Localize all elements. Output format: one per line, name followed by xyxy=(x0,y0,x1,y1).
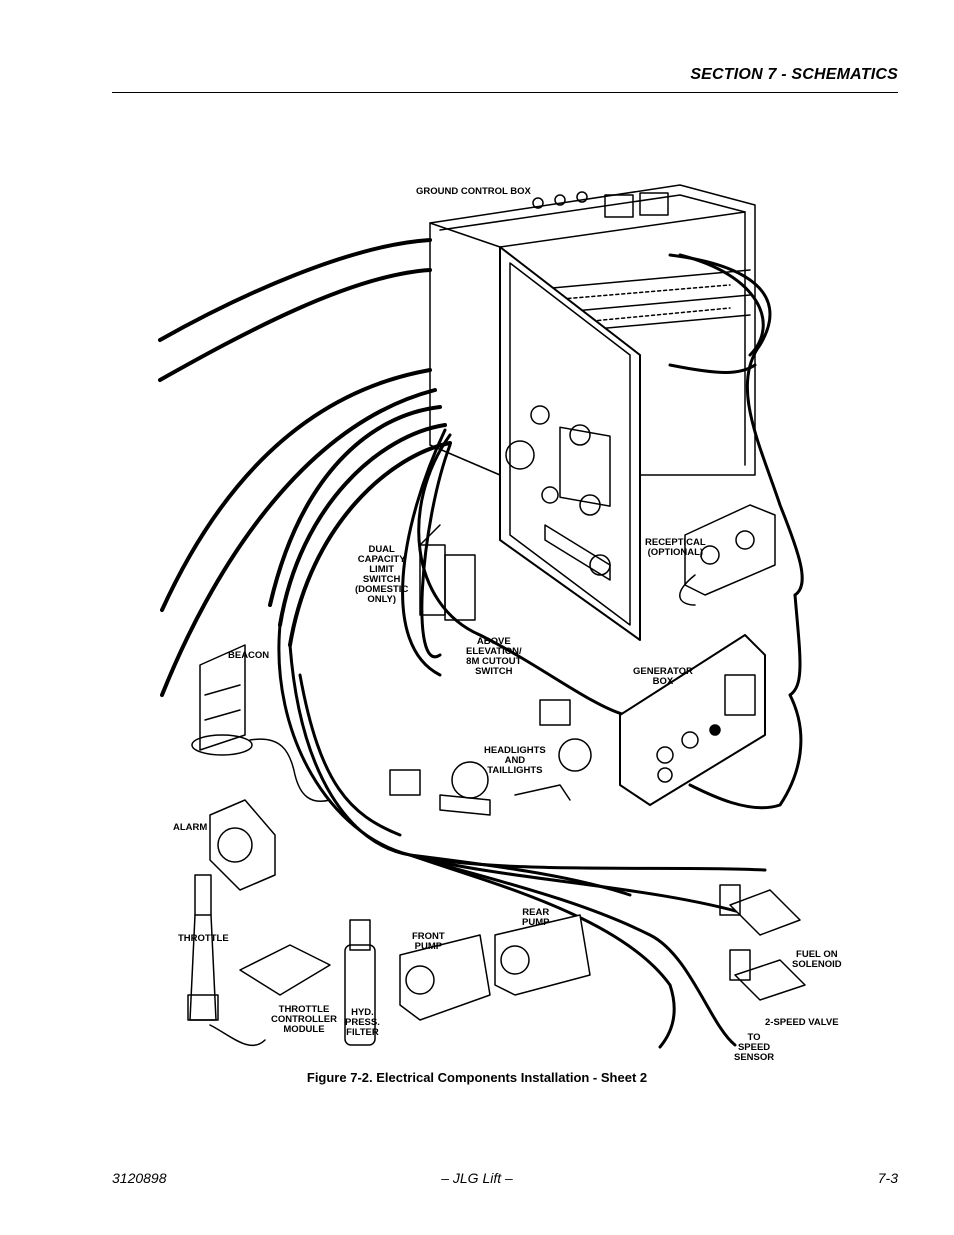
label-throttle: THROTTLE xyxy=(178,933,229,944)
headlights-drawing xyxy=(389,699,592,816)
section-title: SECTION 7 - SCHEMATICS xyxy=(690,66,898,83)
dual-capacity-switch-drawing xyxy=(419,524,476,621)
publisher: – JLG Lift – xyxy=(441,1170,513,1186)
control-box-door-drawing xyxy=(499,246,641,641)
label-throttle-controller-module: THROTTLE CONTROLLER MODULE xyxy=(271,1004,337,1035)
label-to-speed-sensor: TO SPEED SENSOR xyxy=(734,1032,775,1063)
hyd-filter-drawing xyxy=(344,919,376,1046)
label-alarm: ALARM xyxy=(173,822,208,833)
label-fuel-on-solenoid: FUEL ON SOLENOID xyxy=(792,949,842,970)
installation-illustration xyxy=(158,184,806,1049)
label-hyd-press-filter: HYD. PRESS. FILTER xyxy=(345,1007,380,1038)
generator-box-drawing xyxy=(619,634,766,806)
figure-caption: Figure 7-2. Electrical Components Instal… xyxy=(306,1070,648,1085)
beacon-drawing xyxy=(191,644,331,802)
pumps-drawing xyxy=(399,914,591,1021)
solenoid-valve-drawing xyxy=(719,884,806,1001)
label-ground-control-box: GROUND CONTROL BOX xyxy=(416,186,531,197)
label-headlights-taillights: HEADLIGHTS AND TAILLIGHTS xyxy=(484,745,546,776)
electrical-components-figure: GROUND CONTROL BOX DUAL CAPACITY LIMIT S… xyxy=(150,175,850,1065)
harness-runs-drawing xyxy=(277,428,767,1049)
doc-number: 3120898 xyxy=(112,1170,167,1186)
label-generator-box: GENERATOR BOX xyxy=(633,666,693,687)
right-cable-drawing xyxy=(668,253,804,810)
throttle-controller-drawing xyxy=(239,944,331,996)
page-header: SECTION 7 - SCHEMATICS xyxy=(112,64,898,93)
receptical-drawing xyxy=(679,504,776,606)
left-harness-drawing xyxy=(158,238,452,697)
label-beacon: BEACON xyxy=(228,650,270,661)
label-receptical: RECEPTICAL (OPTIONAL) xyxy=(645,537,706,558)
alarm-drawing xyxy=(209,799,276,891)
label-rear-pump: REAR PUMP xyxy=(522,907,550,928)
label-above-elevation-switch: ABOVE ELEVATION/ 8M CUTOUT SWITCH xyxy=(466,636,522,677)
page-number: 7-3 xyxy=(877,1170,898,1186)
throttle-drawing xyxy=(187,874,266,1047)
label-two-speed-valve: 2-SPEED VALVE xyxy=(765,1017,839,1028)
label-dual-capacity-switch: DUAL CAPACITY LIMIT SWITCH (DOMESTIC ONL… xyxy=(355,544,409,605)
label-front-pump: FRONT PUMP xyxy=(412,931,445,952)
